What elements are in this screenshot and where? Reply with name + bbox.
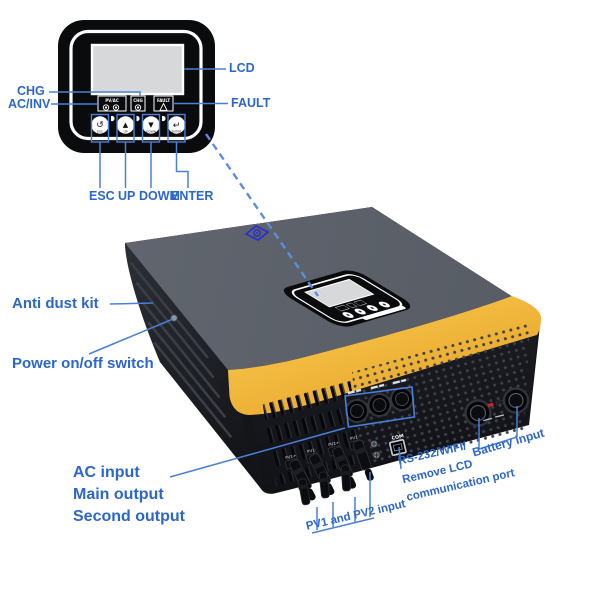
- com-port-line: [398, 446, 402, 470]
- down-icon: ▼: [148, 121, 154, 129]
- dowm-callout-label: DOWM: [139, 189, 180, 203]
- main-output-label: Main output: [73, 486, 164, 503]
- pv-bracket-lines: [311, 472, 375, 534]
- ac-terminal-block[interactable]: [345, 378, 414, 423]
- unit-lcd-screen: [304, 278, 375, 308]
- lcd-callout-label: LCD: [229, 61, 255, 75]
- indicator-label-pvac: PV/AC: [105, 98, 119, 103]
- ground-screws: [369, 439, 381, 460]
- enter-callout-label: ENTER: [171, 189, 214, 203]
- indicator-label-chg: CHG: [133, 98, 143, 103]
- ac-io-line: [169, 427, 346, 478]
- terminal-label-strips: [347, 378, 407, 395]
- chg-callout-label: CHG: [17, 84, 45, 98]
- enter-button[interactable]: [167, 116, 186, 134]
- down-button[interactable]: [142, 116, 160, 134]
- unit-indicator-windows: [334, 299, 368, 312]
- second-output-label: Second output: [73, 508, 185, 525]
- com-port[interactable]: [389, 439, 407, 457]
- power-switch-line: [88, 318, 174, 355]
- svg-text:PV1-: PV1-: [307, 447, 318, 454]
- terminal-callout-box: [344, 386, 416, 428]
- inset-pointer-dashed-line: [205, 133, 319, 297]
- battery-polarity-marks: [483, 399, 505, 422]
- up-button[interactable]: [116, 116, 135, 134]
- battery-ports[interactable]: [464, 387, 530, 427]
- enter-icon: ↵: [173, 121, 181, 131]
- anti-dust-label: Anti dust kit: [12, 295, 99, 312]
- down-button-microlabel: DOWN: [146, 130, 156, 134]
- svg-text:PV2-: PV2-: [350, 434, 361, 441]
- battery-bracket: [478, 406, 518, 450]
- svg-text:PV2+: PV2+: [328, 440, 340, 448]
- pvac-led-icons: [102, 104, 142, 111]
- yellow-band: [228, 296, 542, 416]
- esc-button[interactable]: [91, 116, 109, 134]
- brand-logo-icon: [244, 224, 270, 242]
- esc-button-microlabel: ESC: [97, 130, 103, 134]
- pv-port-labels: PV1+ PV1- PV2+ PV2-: [285, 434, 361, 460]
- up-icon: ▲: [123, 121, 129, 129]
- inset-panel-trim: [69, 29, 203, 141]
- fault-callout-label: FAULT: [231, 96, 271, 110]
- inverter-unit: COM: [125, 207, 542, 506]
- indicator-windows: [97, 95, 174, 112]
- power-switch-label: Power on/off switch: [12, 355, 154, 372]
- indicator-label-fault: FAULT: [157, 98, 170, 103]
- callout-lines: [49, 68, 518, 534]
- chg-callout-line: [49, 91, 141, 96]
- anti-dust-line: [109, 302, 154, 305]
- unit-lcd-panel: [283, 270, 411, 327]
- unit-panel-buttons[interactable]: [340, 301, 392, 319]
- unit-panel-accent-bar: [361, 305, 406, 320]
- ac-input-label: AC input: [73, 464, 140, 481]
- enter-callout-line: [175, 142, 189, 188]
- inset-lcd-screen: [90, 43, 185, 96]
- front-vent-dots: [352, 322, 530, 468]
- com-port-label: COM: [391, 433, 405, 442]
- esc-callout-label: ESC: [89, 189, 115, 203]
- fault-triangle-icon: [159, 102, 168, 111]
- esc-icon: ↺: [96, 121, 104, 131]
- enter-button-microlabel: ENTER: [172, 130, 182, 134]
- inset-control-panel: PV/AC CHG FAULT ↺ ▲: [58, 20, 215, 153]
- panel-buttons: ↺ ▲ ▼ ↵ ESC UP DOWN ENTER: [89, 114, 188, 136]
- up-button-microlabel: UP: [123, 130, 127, 134]
- up-callout-label: UP: [118, 189, 136, 203]
- pv-connectors[interactable]: PV1+ PV1- PV2+ PV2-: [284, 434, 377, 506]
- svg-text:PV1+: PV1+: [285, 453, 297, 461]
- acinv-callout-label: AC/INV: [8, 97, 51, 111]
- anti-dust-vent-slats: [129, 261, 233, 439]
